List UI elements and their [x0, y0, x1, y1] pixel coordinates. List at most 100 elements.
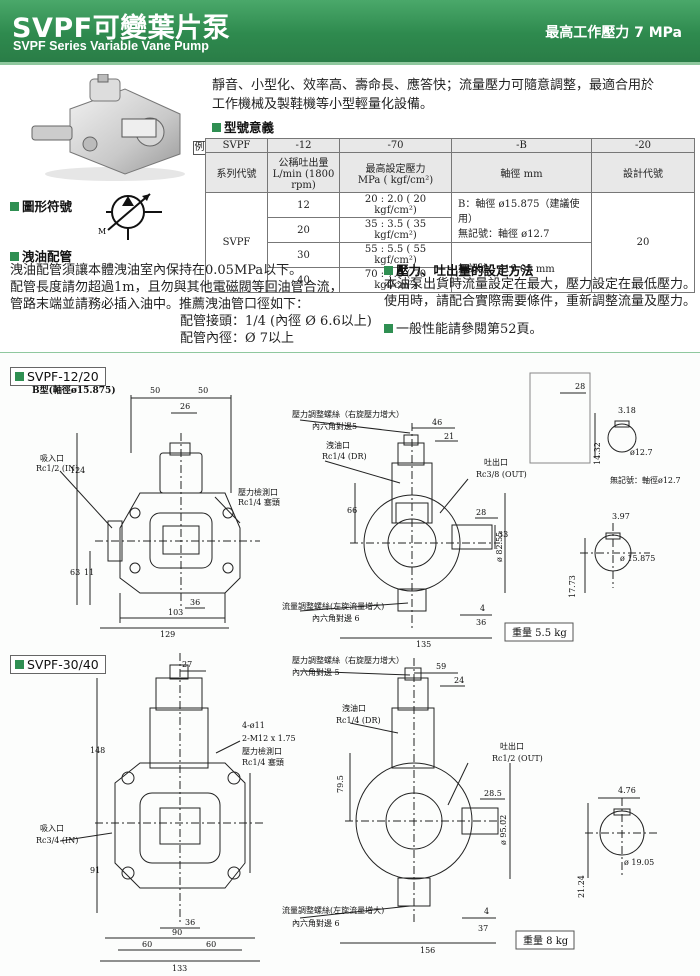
callout-text: Rc1/4 塞頭: [242, 757, 284, 767]
callout-text: 內六角對邊 6: [312, 613, 360, 623]
pressure-value: 55 : 5.5 ( 55 kgf/cm²): [339, 242, 452, 268]
bullet-square-icon: [212, 123, 221, 132]
callout-text: 壓力檢測口: [242, 746, 282, 756]
series-value: SVPF: [205, 192, 268, 293]
callout-text: 2-M12 x 1.75: [242, 734, 296, 743]
code-design: -20: [591, 138, 695, 153]
page-title: SVPF可變葉片泵: [12, 13, 231, 44]
drawing-canvas: B型(軸徑ø15.875) 50 50 26 124 63 11 36 103 …: [32, 372, 681, 973]
callout-text: 內六角對邊 6: [292, 918, 340, 928]
dim-text: 28: [476, 508, 486, 517]
dim-text: ø12.7: [630, 448, 653, 457]
dim-text: 14.32: [593, 442, 602, 465]
dim-text: 133: [172, 964, 187, 973]
callout-text: 洩油口: [326, 440, 350, 450]
drain-section-heading: 洩油配管: [10, 246, 72, 265]
callout-text: 內六角對邊5: [312, 421, 357, 431]
pump-photo: [31, 74, 185, 181]
dim-text: 28: [575, 382, 585, 391]
intro-line-2: 工作機械及製鞋機等小型輕量化設備。: [212, 97, 434, 112]
shaft-b-cell: B：軸徑 ø15.875（建議使用）無記號：軸徑 ø12.7: [451, 192, 592, 243]
flow-value: 20: [267, 217, 340, 243]
max-pressure: 最高工作壓力 7 MPa: [545, 25, 682, 41]
bullet-square-icon: [10, 202, 19, 211]
drain-line: 管路末端並請務必插入油中。推薦洩油管口徑如下：: [10, 297, 310, 312]
dim-text: 4: [480, 604, 485, 613]
pressure-section-title: 壓力、吐出量的設定方法: [396, 263, 534, 278]
dim-text: 148: [90, 746, 105, 755]
dim-text: 60: [206, 940, 216, 949]
code-pressure: -70: [339, 138, 452, 153]
dim-text: 63: [70, 568, 80, 577]
dim-text: 26: [180, 402, 190, 411]
code-shaft: -B: [451, 138, 592, 153]
dim-text: 129: [160, 630, 175, 639]
dim-text: 50: [150, 386, 160, 395]
table-row: 40 70 : 7.0 ( 70 kgf/cm²): [206, 267, 695, 293]
intro-line-1: 靜音、小型化、效率高、壽命長、應答快；流量壓力可隨意調整，最適合用於: [212, 78, 655, 93]
dim-text: 103: [168, 608, 183, 617]
flow-value: 40: [267, 267, 340, 293]
callout-text: 吐出口: [500, 741, 524, 751]
model-section-heading: 型號意義: [212, 118, 692, 137]
callout-text: Rc1/2 (OUT): [492, 754, 543, 763]
callout-text: 壓力調整螺絲（右旋壓力增大）: [292, 409, 404, 419]
dim-text: 135: [416, 640, 431, 649]
header-design: 設計代號: [591, 152, 695, 193]
dim-text: 4: [484, 907, 489, 916]
header-divider: [0, 62, 700, 65]
dim-text: 24: [454, 676, 464, 685]
pressure-value: 20 : 2.0 ( 20 kgf/cm²): [339, 192, 452, 218]
dim-text: 36: [476, 618, 486, 627]
callout-text: Rc3/4 (IN): [36, 836, 78, 845]
bullet-square-icon: [10, 252, 19, 261]
symbol-section-title: 圖形符號: [22, 199, 73, 214]
dim-text: 50: [198, 386, 208, 395]
drain-line: 配管長度請勿超過1m，且勿與其他電磁閥等回油管合流，: [10, 280, 343, 295]
flow-value: 12: [267, 192, 340, 218]
general-note-text: 一般性能請參閱第52頁。: [396, 322, 543, 337]
page-subtitle: SVPF Series Variable Vane Pump: [13, 39, 209, 53]
dim-text: 21.24: [577, 875, 586, 898]
dim-text: ø 82.55: [495, 532, 504, 562]
dim-text: ø 15.875: [620, 554, 655, 563]
dim-text: 27: [182, 660, 192, 669]
dim-text: 124: [70, 466, 85, 475]
callout-text: 流量調整螺絲(左旋流量增大): [282, 601, 384, 611]
drain-line: 洩油配管須讓本體洩油室內保持在0.05MPa以下。: [10, 263, 303, 278]
callout-text: Rc1/2 (IN): [36, 464, 78, 473]
callout-text: Rc1/4 (DR): [336, 716, 381, 725]
callout-text: 內六角對邊 5: [292, 667, 340, 677]
flow-value: 30: [267, 242, 340, 268]
table-row: SVPF -12 -70 -B -20: [205, 138, 695, 153]
dim-text: 79.5: [336, 775, 345, 793]
header-banner: SVPF可變葉片泵 SVPF Series Variable Vane Pump…: [0, 0, 700, 62]
symbol-section-heading: 圖形符號: [10, 196, 72, 215]
dim-text: 60: [142, 940, 152, 949]
drawing-tag-svpf-30-40: SVPF-30/40: [10, 655, 106, 674]
callout-text: Rc3/8 (OUT): [476, 470, 527, 479]
drain-section-title: 洩油配管: [22, 249, 73, 264]
callout-text: 壓力檢測口: [238, 487, 278, 497]
bullet-square-icon: [15, 660, 24, 669]
svg-text:M: M: [98, 227, 106, 236]
dim-text: 11: [84, 568, 94, 577]
drawing-tag-svpf-12-20: SVPF-12/20: [10, 367, 106, 386]
dim-text: 36: [190, 598, 200, 607]
code-series: SVPF: [205, 138, 268, 153]
dim-text: 156: [420, 946, 435, 955]
pressure-section-heading: 壓力、吐出量的設定方法: [384, 260, 534, 279]
pressure-line: 使用時，請配合實際需要條件，重新調整流量及壓力。: [384, 294, 697, 309]
table-row: 30 55 : 5.5 ( 55 kgf/cm²) 無記號：ø19.05 mm: [206, 242, 695, 293]
drain-line: 配管內徑：Ø 7以上: [180, 331, 295, 346]
dim-text: 46: [432, 418, 442, 427]
model-section-title: 型號意義: [224, 120, 275, 135]
callout-text: 吸入口: [40, 454, 64, 463]
callout-text: 吸入口: [40, 824, 64, 833]
dim-text: 3.97: [612, 512, 630, 521]
design-value: 20: [591, 192, 695, 293]
callout-text: Rc1/4 (DR): [322, 452, 367, 461]
dim-text: 33: [498, 530, 508, 539]
general-performance-note: 一般性能請參閱第52頁。: [384, 318, 543, 337]
